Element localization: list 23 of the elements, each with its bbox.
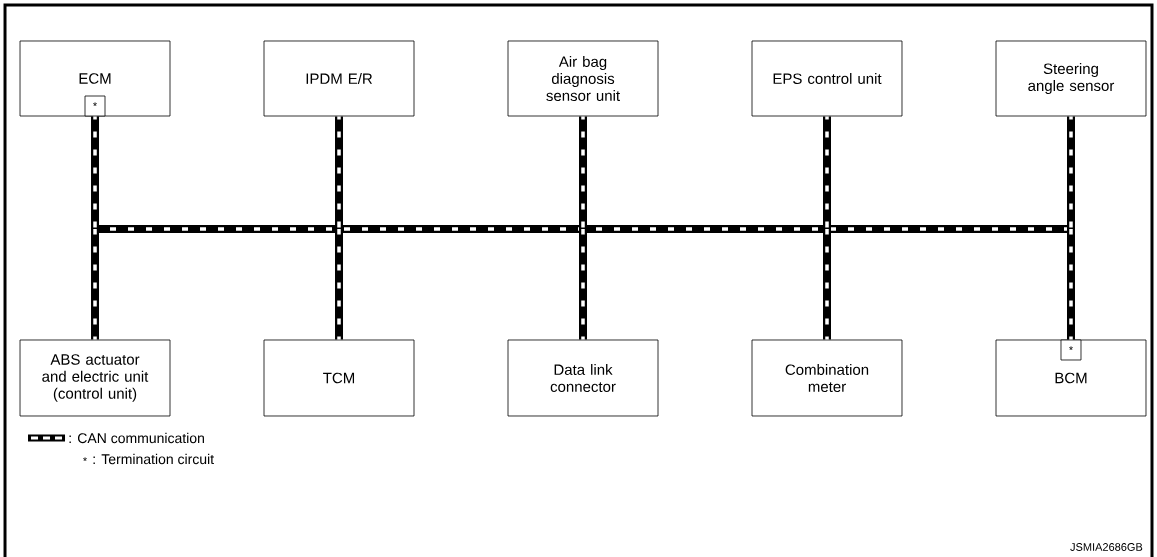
bus-connector (823, 229, 831, 340)
legend-text: : CAN communication (69, 432, 204, 444)
unit-box: Steering angle sensor (995, 40, 1147, 117)
bus-connector (335, 229, 343, 340)
unit-box: IPDM E/R (263, 40, 415, 117)
bus-connector (91, 116, 99, 229)
bus-connector (335, 116, 343, 229)
unit-box: Air bag diagnosis sensor unit (507, 40, 659, 117)
bus-connector (823, 116, 831, 229)
unit-box: TCM (263, 339, 415, 417)
legend-text: : Termination circuit (93, 453, 214, 465)
unit-box: EPS control unit (751, 40, 903, 117)
bus-connector (1067, 116, 1075, 229)
termination-box: * (84, 95, 106, 117)
legend-symbol: * (83, 457, 87, 462)
bus-connector (579, 116, 587, 229)
unit-box: Data link connector (507, 339, 659, 417)
unit-box: Combination meter (751, 339, 903, 417)
termination-box: * (1060, 339, 1082, 361)
unit-box: ABS actuator and electric unit (control unit) (19, 339, 171, 417)
bus-connector (91, 229, 99, 340)
figure-code: JSMIA2686GB (1070, 543, 1143, 551)
bus-connector (579, 229, 587, 340)
